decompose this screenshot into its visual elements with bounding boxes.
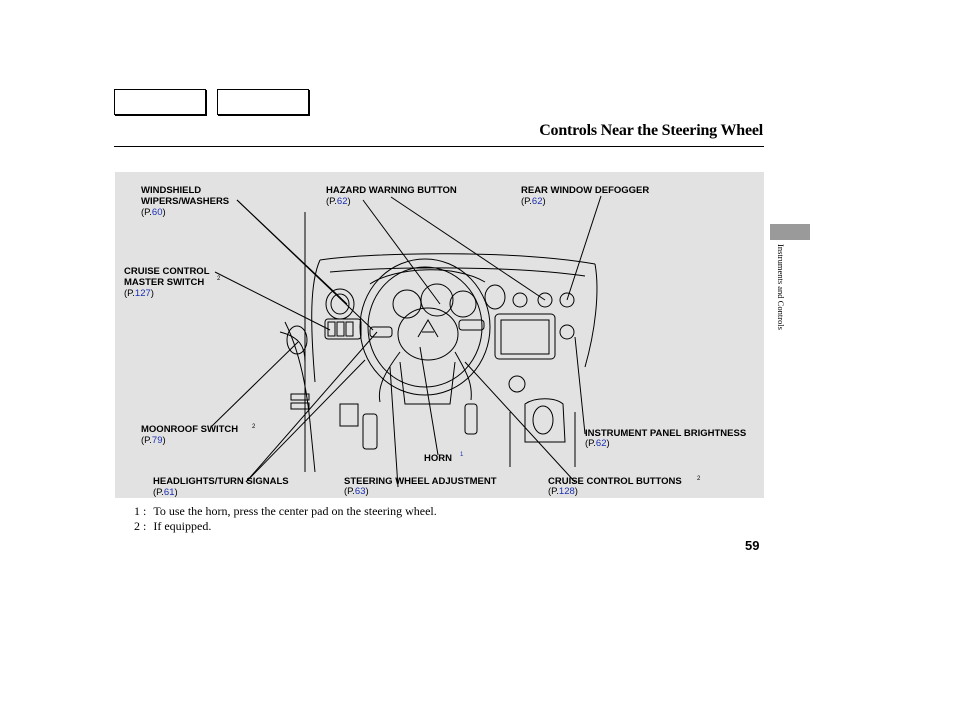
footnote-marker-moonroof: 2 bbox=[252, 424, 256, 430]
label-windshield-wipers: WINDSHIELD WIPERS/WASHERS bbox=[141, 185, 230, 207]
label-steering-adjustment: STEERING WHEEL ADJUSTMENT bbox=[344, 476, 497, 487]
footnote-marker-cruise-buttons: 2 bbox=[697, 476, 701, 482]
label-cruise-buttons: CRUISE CONTROL BUTTONS bbox=[548, 476, 682, 487]
ref-headlights[interactable]: (P.61) bbox=[153, 487, 178, 498]
label-moonroof: MOONROOF SWITCH bbox=[141, 424, 239, 435]
label-panel-brightness: INSTRUMENT PANEL BRIGHTNESS bbox=[585, 428, 747, 439]
page-title: Controls Near the Steering Wheel bbox=[539, 122, 763, 139]
footnote-2: 2 : If equipped. bbox=[134, 519, 211, 534]
footnote-1: 1 : To use the horn, press the center pa… bbox=[134, 504, 437, 519]
ref-hazard-warning[interactable]: (P.62) bbox=[326, 196, 351, 207]
footnote-2-text: If equipped. bbox=[153, 519, 212, 533]
page-number: 59 bbox=[745, 538, 760, 553]
nav-box-previous[interactable] bbox=[114, 89, 206, 115]
footnote-2-marker: 2 : bbox=[134, 519, 147, 533]
ref-windshield-wipers[interactable]: (P.60) bbox=[141, 207, 166, 218]
nav-box-next[interactable] bbox=[217, 89, 309, 115]
footnote-marker-cruise-master: 2 bbox=[217, 276, 221, 282]
ref-cruise-buttons[interactable]: (P.128) bbox=[548, 486, 578, 497]
dashboard-illustration bbox=[210, 195, 602, 488]
footnote-marker-horn: 1 bbox=[460, 452, 464, 458]
ref-cruise-master[interactable]: (P.127) bbox=[124, 288, 154, 299]
ref-steering-adjustment[interactable]: (P.63) bbox=[344, 486, 369, 497]
title-rule bbox=[114, 146, 764, 147]
label-rear-defogger: REAR WINDOW DEFOGGER bbox=[521, 185, 650, 196]
footnote-1-text: To use the horn, press the center pad on… bbox=[153, 504, 437, 518]
ref-moonroof[interactable]: (P.79) bbox=[141, 435, 166, 446]
ref-panel-brightness[interactable]: (P.62) bbox=[585, 438, 610, 449]
footnote-1-marker: 1 : bbox=[134, 504, 147, 518]
ref-rear-defogger[interactable]: (P.62) bbox=[521, 196, 546, 207]
dashboard-figure: WINDSHIELD WIPERS/WASHERS (P.60) HAZARD … bbox=[115, 172, 764, 498]
section-tab[interactable] bbox=[770, 224, 810, 240]
label-horn: HORN bbox=[424, 453, 452, 464]
label-cruise-master: CRUISE CONTROL MASTER SWITCH bbox=[124, 266, 210, 288]
label-headlights: HEADLIGHTS/TURN SIGNALS bbox=[153, 476, 289, 487]
section-tab-label: Instruments and Controls bbox=[776, 244, 786, 330]
label-hazard-warning: HAZARD WARNING BUTTON bbox=[326, 185, 457, 196]
